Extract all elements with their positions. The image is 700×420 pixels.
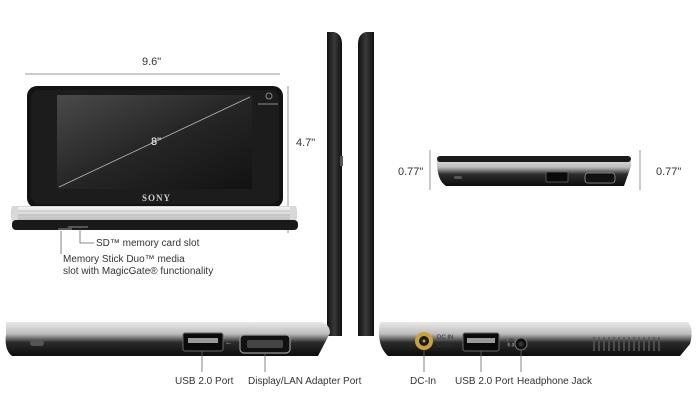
- width-label: 9.6": [142, 56, 162, 68]
- keyboard: [18, 207, 290, 220]
- memory-stick-label-line2: slot with MagicGate® functionality: [63, 266, 214, 277]
- laptop-side-profile-left: [327, 32, 343, 336]
- svg-text:⭠: ⭠: [226, 340, 231, 347]
- closed-usb-port: [545, 171, 569, 183]
- sony-logo: SONY: [142, 193, 171, 203]
- usb-port-left-label: USB 2.0 Port: [175, 376, 234, 387]
- depth-label-left: 0.77": [398, 166, 424, 178]
- laptop-closed-view: [436, 156, 632, 186]
- screen-diagonal-line: [58, 96, 251, 188]
- closed-display-port: [584, 172, 616, 184]
- memory-stick-slot: [58, 228, 72, 230]
- sd-slot-label: SD™ memory card slot: [96, 238, 200, 249]
- callout-lines: [60, 229, 94, 254]
- dc-in-label: DC-In: [410, 376, 437, 387]
- screen-diagonal-label: 8": [151, 136, 161, 148]
- usb-port-left: ⭠: [182, 332, 231, 352]
- vent-grille: [593, 337, 660, 351]
- display-lan-port: [239, 334, 291, 354]
- port-leader-lines: [201, 350, 522, 372]
- usb-port-right: [462, 332, 500, 352]
- height-label: 4.7": [296, 137, 316, 149]
- headphone-jack-label: Headphone Jack: [517, 376, 593, 387]
- dc-in-voltage: 10.5V: [437, 343, 453, 349]
- dc-in-marking: DC IN: [437, 335, 454, 341]
- laptop-side-profile-right: [358, 32, 374, 336]
- sd-slot: [68, 226, 88, 228]
- display-lan-port-label: Display/LAN Adapter Port: [248, 376, 362, 387]
- depth-label-right: 0.77": [656, 166, 682, 178]
- dc-in-port: [415, 332, 433, 350]
- svg-text:🎧: 🎧: [506, 337, 516, 347]
- laptop-left-side-view: ⭠: [5, 322, 330, 356]
- laptop-front-view: [10, 86, 298, 230]
- memory-stick-label-line1: Memory Stick Duo™ media: [63, 254, 185, 265]
- webcam-icon: [265, 92, 273, 100]
- laptop-right-side-view: 🎧: [379, 322, 692, 356]
- usb-port-right-label: USB 2.0 Port: [455, 376, 514, 387]
